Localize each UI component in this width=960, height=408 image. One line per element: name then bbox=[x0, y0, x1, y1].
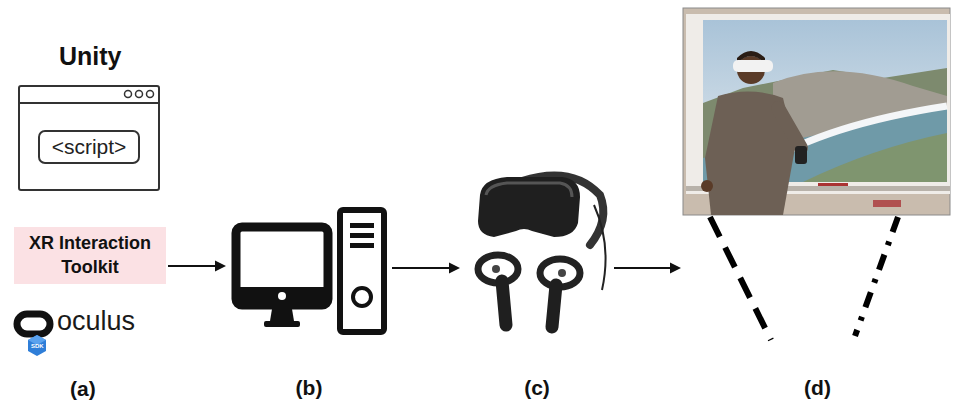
vr-user-photo bbox=[683, 8, 952, 343]
vr-user-photo-part bbox=[818, 183, 848, 186]
oculus-logo-part bbox=[28, 335, 46, 356]
computer-icon-art-part bbox=[236, 287, 328, 305]
arrow-head bbox=[670, 263, 681, 274]
computer-icon-art-part bbox=[350, 223, 374, 228]
computer-icon-art-part bbox=[236, 227, 328, 305]
window-titlebar-part bbox=[125, 91, 132, 98]
software-title: Unity bbox=[59, 42, 122, 71]
arrow-line bbox=[168, 265, 217, 267]
headset-icon: (c) bbox=[462, 165, 612, 402]
headset-art-part bbox=[492, 265, 500, 273]
toolkit-name: XR Interaction Toolkit bbox=[20, 232, 160, 279]
vr-user-photo-part bbox=[683, 8, 950, 215]
computer-icon-art-part bbox=[340, 210, 384, 332]
headset-art-part bbox=[594, 205, 606, 290]
panel-caption: (c) bbox=[524, 376, 550, 400]
headset-art-part bbox=[558, 269, 566, 277]
headset-art bbox=[462, 165, 612, 335]
script-window: <script> bbox=[18, 85, 160, 191]
vr-user-photo-part bbox=[778, 108, 801, 148]
headset-art-part bbox=[552, 285, 556, 327]
headset-art-part bbox=[486, 183, 572, 197]
window-titlebar-part bbox=[136, 91, 143, 98]
toolkit-box: XR Interaction Toolkit bbox=[14, 227, 166, 284]
window-titlebar-part bbox=[18, 102, 160, 104]
script-tag: <script> bbox=[38, 130, 141, 164]
oculus-wordmark: oculus bbox=[57, 306, 135, 337]
vr-user-photo-part bbox=[855, 217, 898, 336]
computer-icon-art-part bbox=[350, 243, 374, 248]
computer-icon-art-part bbox=[278, 292, 286, 300]
computer-icon-art-part bbox=[353, 288, 371, 306]
headset-art-part bbox=[478, 177, 580, 237]
oculus-logo-part bbox=[17, 314, 50, 334]
oculus-logo bbox=[10, 305, 60, 365]
vr-user-photo-part bbox=[710, 217, 771, 340]
arrow-head bbox=[449, 263, 460, 274]
flow-arrow bbox=[168, 261, 226, 272]
arrow-line bbox=[392, 267, 451, 269]
headset-art-part bbox=[502, 281, 506, 325]
computer-icon-art-part bbox=[350, 233, 374, 238]
vr-user-photo-part bbox=[701, 180, 713, 192]
arrow-line bbox=[614, 267, 672, 269]
vr-user-photo-part bbox=[795, 146, 807, 164]
arrow-head bbox=[215, 261, 226, 272]
window-titlebar-part bbox=[147, 91, 154, 98]
computer-icon-art-part bbox=[264, 321, 300, 327]
sdk-badge-text: SDK bbox=[31, 343, 44, 349]
computer-icon: (b) bbox=[228, 205, 390, 402]
computer-icon-art bbox=[228, 205, 390, 340]
panel-caption: (b) bbox=[296, 376, 323, 400]
vr-user-photo-part bbox=[873, 200, 901, 207]
photo-panel: (d) bbox=[683, 8, 952, 402]
vr-user-photo-part bbox=[803, 133, 947, 182]
flow-arrow bbox=[392, 263, 460, 274]
flow-arrow bbox=[614, 263, 681, 274]
computer-icon-art-part bbox=[270, 309, 294, 321]
vr-user-photo-part bbox=[733, 60, 773, 72]
panel-caption: (a) bbox=[70, 377, 96, 401]
panel-caption: (d) bbox=[804, 376, 831, 400]
